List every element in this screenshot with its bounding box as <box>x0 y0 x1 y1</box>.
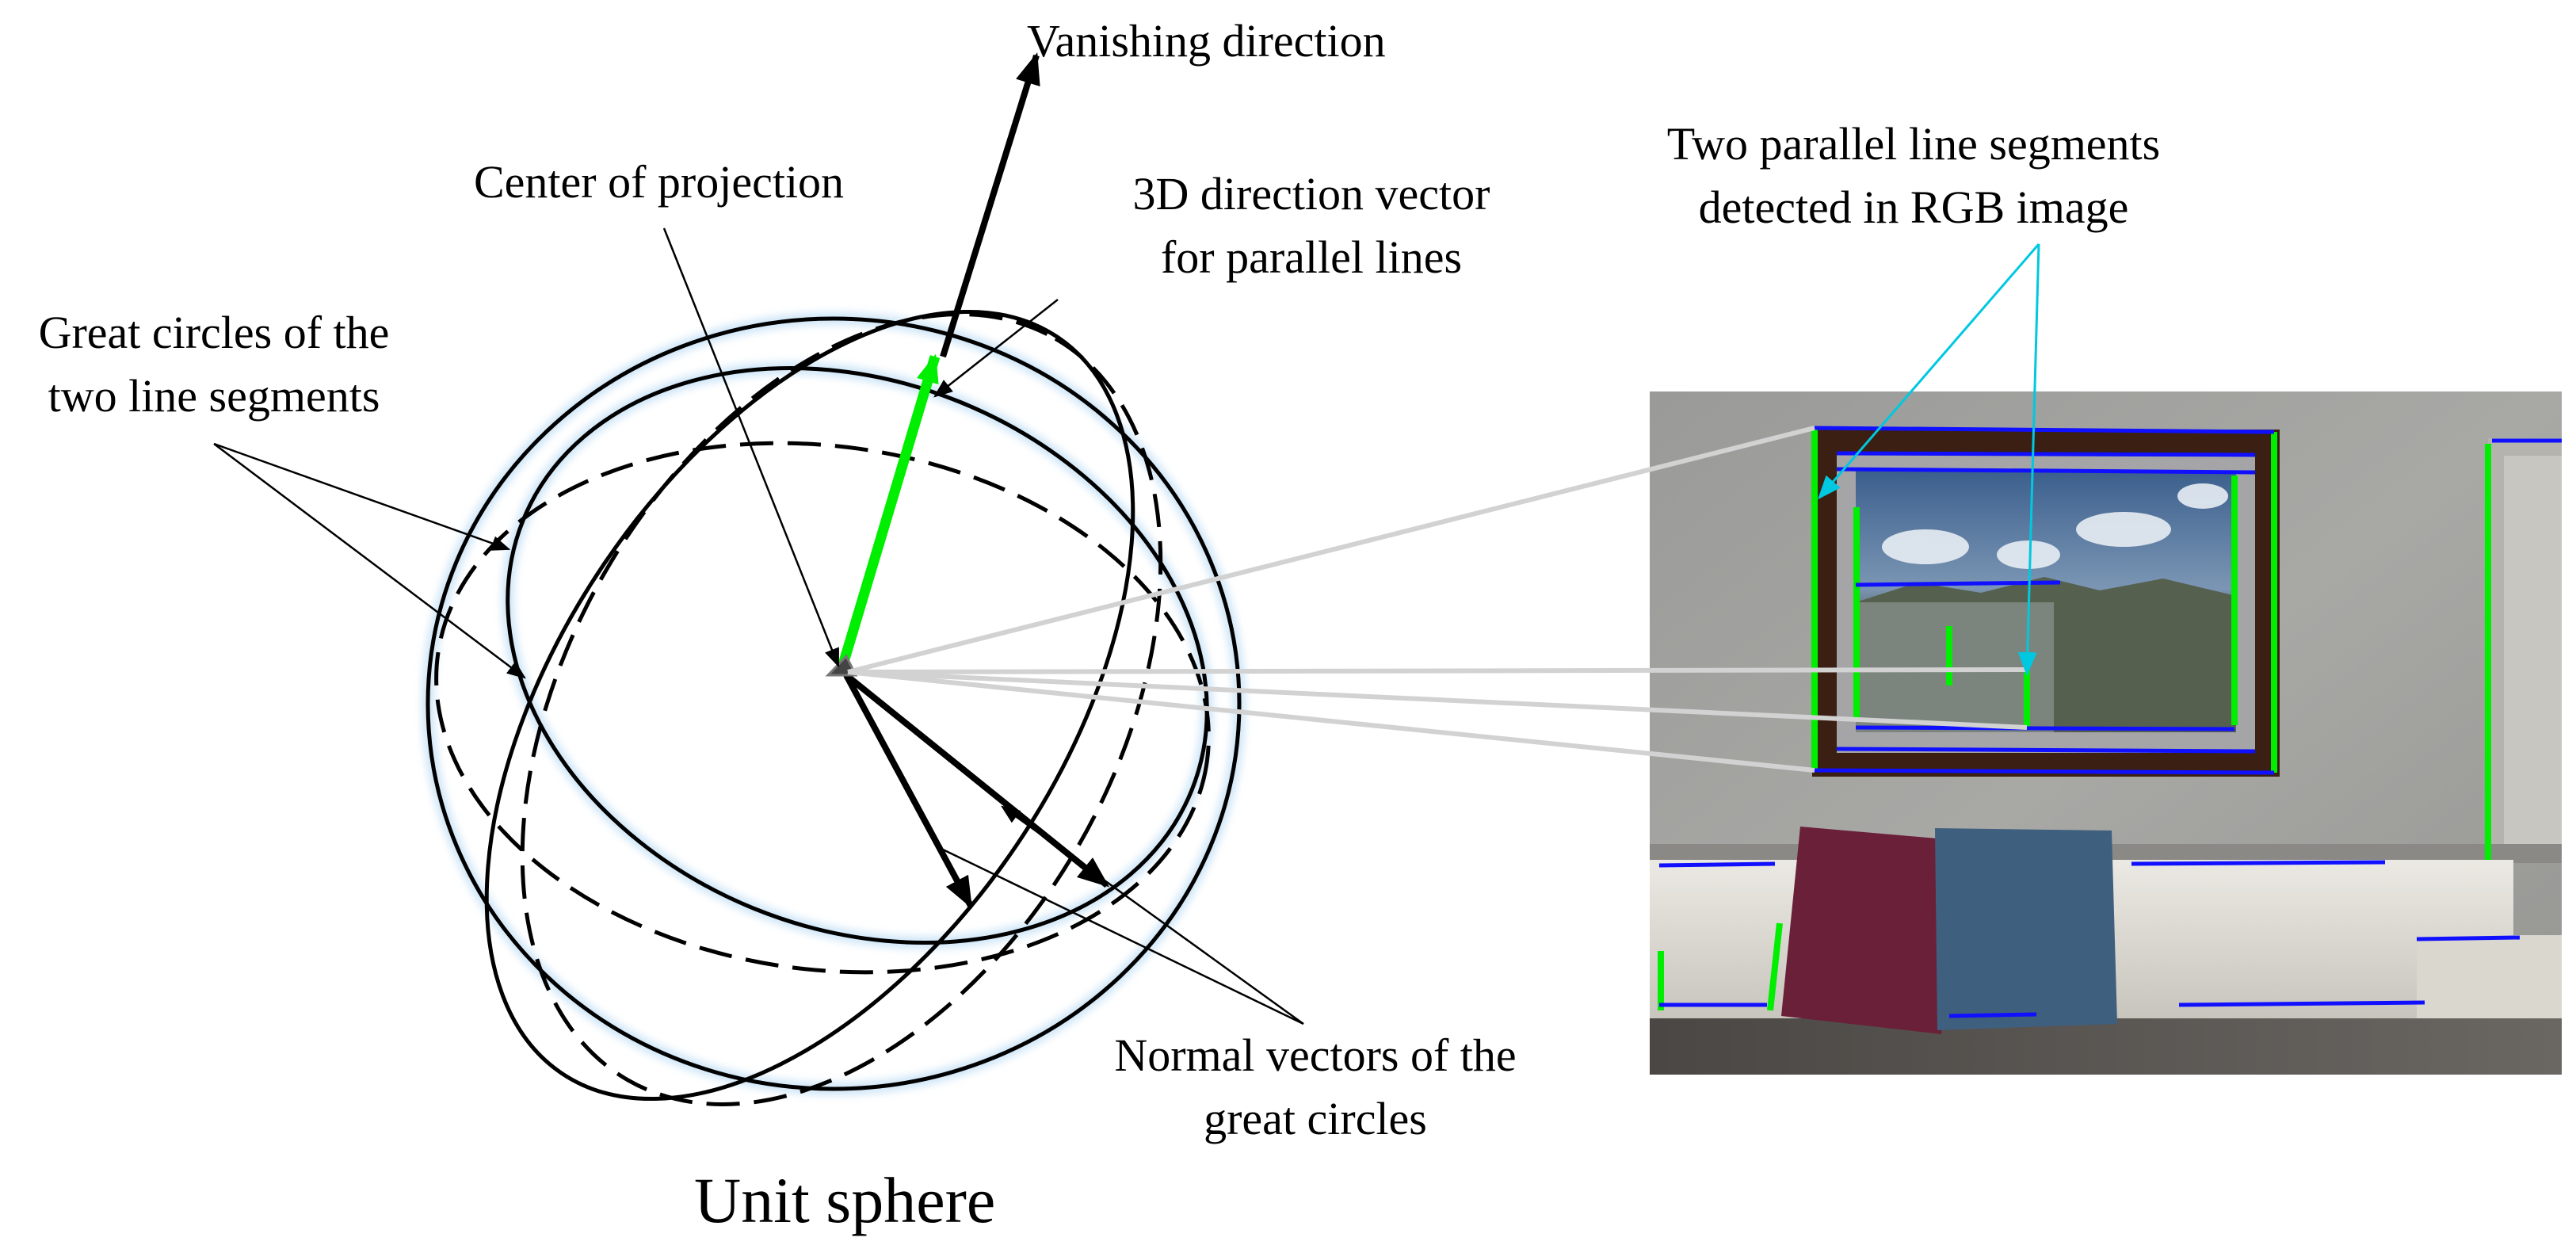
leader-center-of-projection <box>662 227 840 668</box>
leader-normal-vector-2 <box>1001 805 1304 1025</box>
blue-segment <box>1948 1012 2037 1018</box>
blue-segment <box>1855 725 2235 731</box>
great-circles-label: Great circles of the two line segments <box>38 307 390 422</box>
leader-to-right-segment <box>2017 243 2040 676</box>
projection-ray <box>847 667 2028 674</box>
normal-vectors-label: Normal vectors of the great circles <box>1114 1029 1517 1144</box>
rgb-image <box>1650 391 2562 1075</box>
detected-vertical-segments <box>1658 428 2491 1011</box>
leader-great-circle-1 <box>213 442 511 551</box>
sphere-circles <box>426 309 1242 1106</box>
parallel-segment-leaders <box>1818 243 2040 676</box>
normal-vector-1-arrow <box>843 674 974 909</box>
projection-rays <box>847 426 2028 773</box>
projection-ray <box>847 426 1815 674</box>
projection-ray <box>847 670 2028 730</box>
blue-segment <box>2131 860 2386 866</box>
blue-segment <box>1836 747 2256 754</box>
great-circle-2-dashed <box>520 312 1163 1106</box>
blue-segment <box>1855 580 2061 587</box>
parallel-segments-label: Two parallel line segments detected in R… <box>1666 118 2161 233</box>
sphere-outline <box>426 316 1242 1091</box>
unit-sphere-title: Unit sphere <box>694 1164 996 1236</box>
great-circle-1-dashed <box>434 441 1211 975</box>
leader-to-left-segment <box>1818 243 2040 500</box>
projection-ray <box>847 670 1815 773</box>
green-segment <box>1767 922 1783 1011</box>
blue-segment <box>1836 467 2256 475</box>
great-circle-2 <box>484 309 1135 1102</box>
direction-vector-label: 3D direction vector for parallel lines <box>1132 168 1490 283</box>
blue-segment <box>2416 935 2521 941</box>
sphere-glow <box>422 312 1246 1095</box>
blue-segment <box>1814 768 2275 775</box>
leader-great-circle-2 <box>213 443 526 679</box>
blue-segment <box>1814 426 2275 434</box>
vanishing-direction-label: Vanishing direction <box>1027 15 1386 67</box>
detected-horizontal-segments <box>1658 426 2562 1018</box>
vanishing-direction-arrow <box>940 52 1040 358</box>
blue-segment <box>1836 451 2256 457</box>
leader-lines <box>213 227 1304 1025</box>
leader-normal-vector-1 <box>942 848 1304 1025</box>
leader-direction-vector <box>933 299 1059 398</box>
direction-vector-arrow <box>836 353 941 671</box>
center-of-projection-label: Center of projection <box>474 156 845 208</box>
blue-segment <box>2178 1000 2425 1007</box>
blue-segment <box>1658 861 1776 868</box>
